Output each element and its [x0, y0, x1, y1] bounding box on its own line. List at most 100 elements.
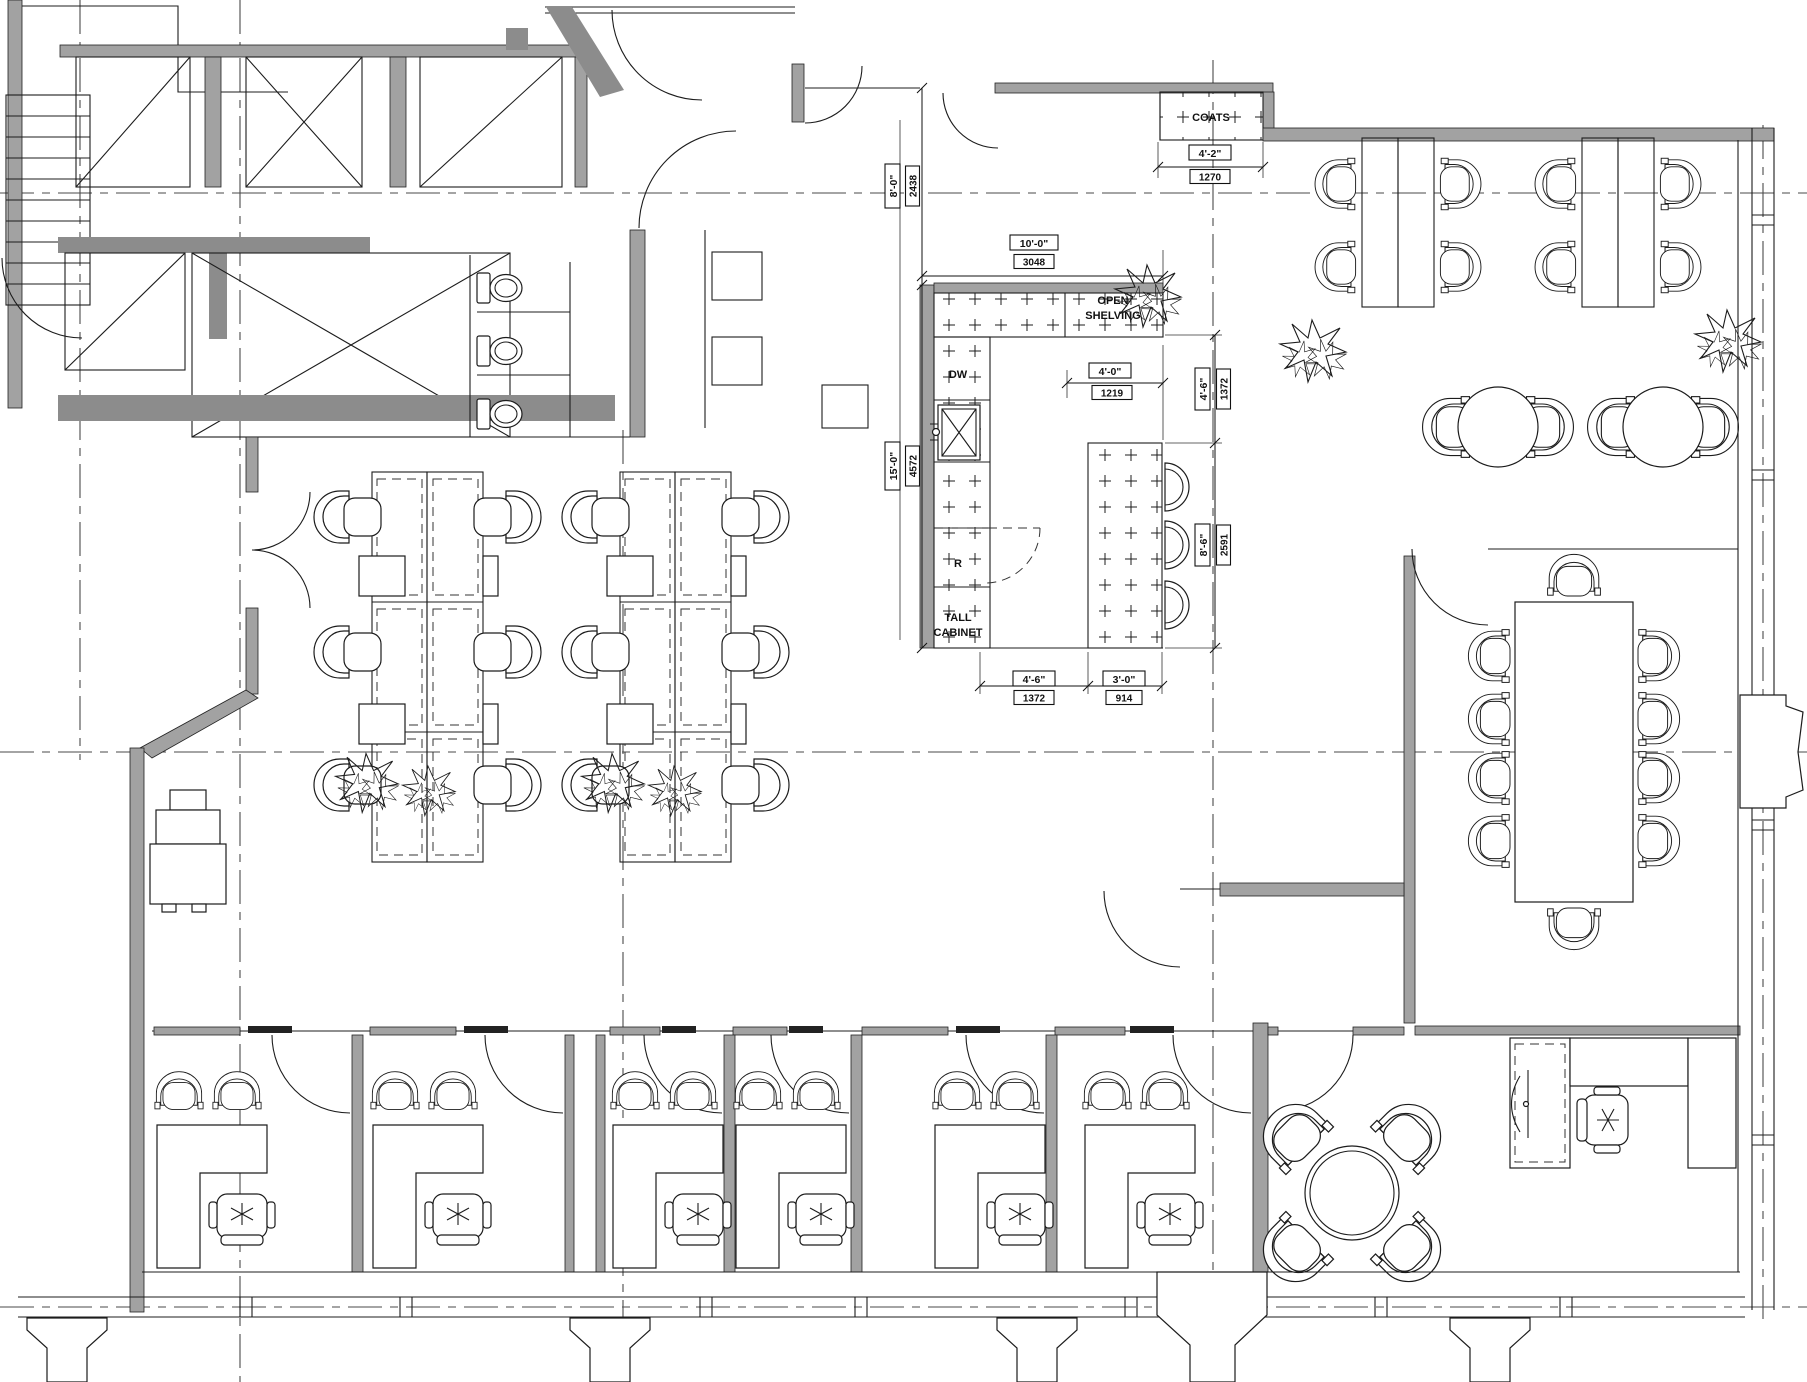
west-boundary [129, 436, 311, 1313]
dishwasher-label: DW [949, 369, 968, 381]
reception-desk-top [1569, 1037, 1689, 1087]
conference-chair [1637, 629, 1681, 683]
entry-door-swing [611, 9, 703, 101]
corridor-door-swing [804, 65, 863, 124]
conference-chair [1467, 629, 1511, 683]
cafe-tables [1422, 386, 1739, 468]
dim-counter-to-island: 4'-6" [1194, 367, 1211, 411]
toilet [476, 398, 523, 430]
core-west-wall [7, 0, 23, 409]
lounge-door-swing [1276, 1034, 1354, 1112]
refrigerator-label: R [954, 558, 962, 570]
side-table [711, 251, 763, 301]
svg-text:1372: 1372 [1023, 694, 1046, 705]
column-pier [569, 1317, 651, 1382]
svg-text:4'-0": 4'-0" [1099, 366, 1122, 378]
copier [149, 789, 227, 913]
stool [1164, 580, 1190, 630]
open-office-northeast [1110, 138, 1768, 468]
conference-chair [1637, 814, 1681, 868]
south-exterior-wall [18, 1271, 1745, 1382]
tall-cabinet-label2: CABINET [934, 627, 983, 639]
restroom [469, 130, 737, 438]
reception-desk-left [1509, 1037, 1571, 1169]
office-suite [611, 1072, 731, 1268]
conference-chair [1547, 553, 1601, 597]
stair [1, 94, 91, 339]
dim-corridor-depth: 8'-0" [884, 163, 901, 209]
svg-text:15'-0": 15'-0" [888, 452, 900, 481]
stool [1164, 520, 1190, 570]
svg-text:1372: 1372 [1220, 377, 1231, 400]
office-fronts [152, 1026, 1404, 1114]
tall-cabinet-label: TALL [944, 612, 972, 624]
dim-island-depth: 8'-6" [1194, 523, 1211, 567]
svg-text:1270: 1270 [1199, 173, 1222, 184]
side-table [711, 336, 763, 386]
cafe-table [1457, 386, 1539, 468]
svg-text:10'-0": 10'-0" [1020, 238, 1049, 250]
svg-text:914: 914 [1116, 694, 1133, 705]
coats-label: COATS [1192, 112, 1230, 124]
cafe-table [1622, 386, 1704, 468]
stool [1164, 462, 1190, 512]
column-pier [1449, 1317, 1531, 1382]
kitchen-door-swing [942, 92, 999, 149]
core-south-wall [58, 395, 615, 421]
plant [1690, 309, 1768, 377]
svg-text:2438: 2438 [909, 174, 920, 197]
dim-cabinet-to-island: 4'-6" [1012, 670, 1056, 687]
monitor-icon [1510, 1075, 1521, 1133]
svg-text:4'-6": 4'-6" [1198, 378, 1210, 401]
reception-desk-right [1687, 1037, 1737, 1169]
conference-chair [1467, 814, 1511, 868]
dim-shelving-width: 4'-0" [1088, 362, 1132, 379]
elevator-shaft-3 [419, 56, 563, 188]
double-door-swing [251, 549, 311, 609]
northeast-wall [1262, 127, 1775, 142]
column-pier [26, 1317, 108, 1382]
svg-text:8'-0": 8'-0" [888, 175, 900, 198]
conference-door-swing [1411, 548, 1489, 626]
stair-door-swing [1, 257, 83, 339]
lounge [1103, 882, 1456, 1297]
dim-coats-width: 4'-2" [1188, 144, 1232, 161]
conference-table [1514, 601, 1634, 903]
office-suite [734, 1072, 854, 1268]
svg-text:4'-6": 4'-6" [1023, 674, 1046, 686]
svg-text:3'-0": 3'-0" [1113, 674, 1136, 686]
kitchen-sink [930, 404, 981, 461]
elevator-bank [59, 44, 588, 188]
plant [644, 765, 707, 820]
reception [1414, 1025, 1741, 1169]
elevator-shaft-1 [75, 56, 191, 188]
kitchen-counter-top [933, 292, 1164, 338]
dim-kitchen-depth: 15'-0" [884, 441, 901, 491]
reception-chair [1576, 1086, 1629, 1154]
east-exterior-wall [1737, 128, 1804, 1310]
side-table [821, 384, 869, 429]
svg-text:4572: 4572 [909, 454, 920, 477]
kitchen-island [1087, 442, 1163, 649]
conference-chair [1637, 751, 1681, 805]
svg-text:4'-2": 4'-2" [1199, 148, 1222, 160]
workstation-benches [314, 472, 789, 862]
office-suite [1083, 1072, 1203, 1268]
office-suite [933, 1072, 1053, 1268]
plant [398, 765, 461, 820]
dimensions: 8'-0" 2438 15'-0" 4572 10'-0" 3048 4'-2"… [884, 82, 1269, 706]
svg-text:2591: 2591 [1220, 533, 1231, 556]
toilet [476, 272, 523, 304]
column-pier [996, 1317, 1078, 1382]
svg-text:8'-6": 8'-6" [1198, 534, 1210, 557]
lobby-door-swing [638, 130, 737, 229]
top-boundary [506, 6, 920, 124]
dim-kitchen-width: 10'-0" [1009, 234, 1059, 251]
workstation-bank-1 [314, 472, 541, 862]
kitchen-counter-left [933, 336, 991, 649]
conference-room [1403, 548, 1738, 1024]
desk-cluster [1315, 138, 1481, 307]
private-offices [152, 1022, 1404, 1273]
